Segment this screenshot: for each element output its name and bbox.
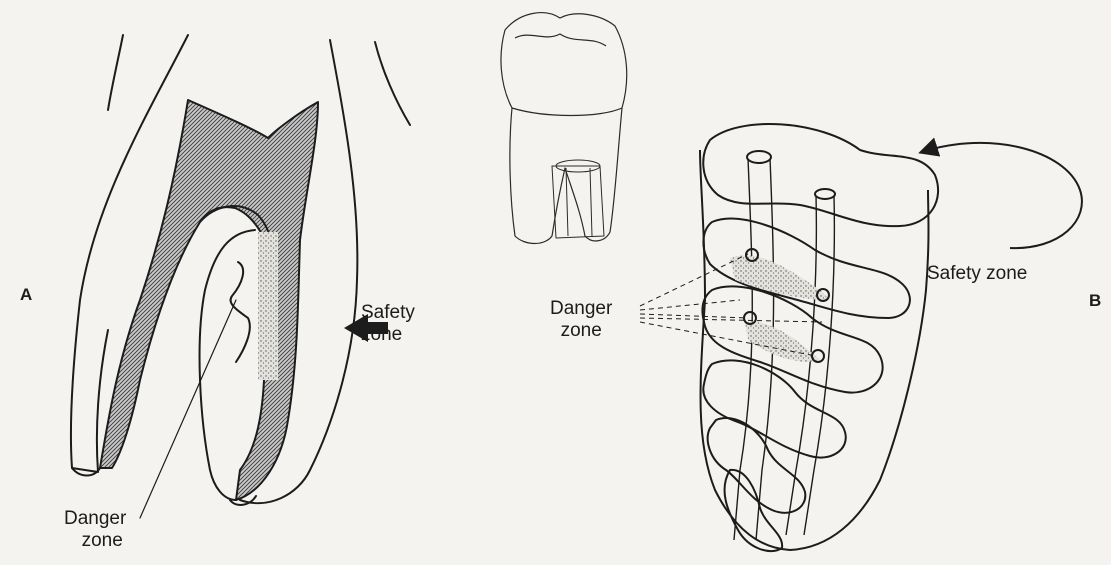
panel-b-root-3d	[640, 124, 938, 551]
safety-zone-label-b: Safety zone	[927, 263, 1027, 285]
safety-zone-label-a-line2: zone	[361, 324, 415, 346]
danger-zone-label-b-line2: zone	[550, 320, 612, 342]
danger-zone-stipple	[258, 232, 278, 380]
crown-outline-right	[375, 42, 410, 125]
safety-zone-arrow-b	[922, 143, 1082, 248]
canal-left-top	[747, 151, 771, 163]
panel-a-root-section	[71, 35, 410, 518]
molar-sketch	[501, 13, 627, 244]
danger-zone-leader-a	[140, 300, 236, 518]
root-concavity-groove	[231, 262, 250, 362]
danger-zone-label-a-line1: Danger	[64, 508, 126, 530]
danger-zone-label-a: Danger zone	[64, 508, 126, 552]
canal-right-top	[815, 189, 835, 199]
molar-occlusal	[515, 34, 606, 46]
molar-canals	[566, 168, 592, 236]
section-4	[703, 360, 845, 457]
safety-zone-label-a-line1: Safety	[361, 302, 415, 324]
molar-root-box	[552, 166, 604, 238]
danger-stipple-b2	[745, 322, 820, 362]
danger-zone-label-b-line1: Danger	[550, 298, 612, 320]
panel-a-letter: A	[20, 284, 32, 306]
danger-zone-label-a-line2: zone	[78, 530, 126, 552]
panel-b-letter: B	[1089, 290, 1101, 312]
root-shell-outline	[700, 150, 929, 550]
crown-outline-left	[108, 35, 123, 110]
safety-zone-label-a: Safety zone	[361, 302, 415, 346]
section-top	[703, 124, 938, 226]
molar-crown	[501, 13, 627, 116]
dentin-hatched	[100, 100, 318, 500]
danger-zone-label-b: Danger zone	[550, 298, 612, 342]
